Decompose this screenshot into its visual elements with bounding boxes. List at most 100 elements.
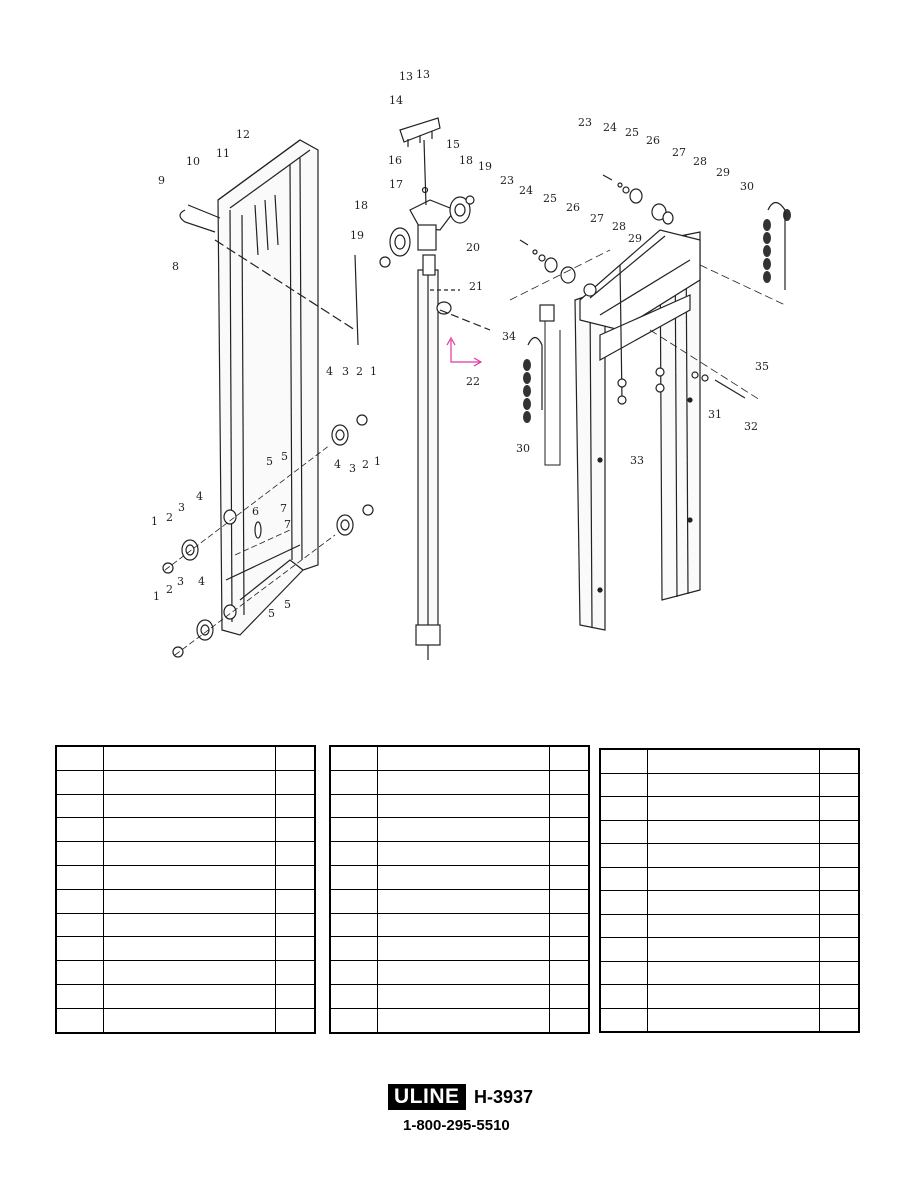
table-cell (102, 888, 277, 914)
table-cell (275, 817, 316, 843)
callout-26a: 26 (566, 201, 580, 214)
table-cell (646, 772, 821, 797)
callout-31: 31 (708, 408, 722, 421)
table-cell (55, 817, 104, 843)
callout-23b: 23 (578, 116, 592, 129)
table-cell (55, 793, 104, 819)
table-row (55, 1007, 316, 1034)
callout-20: 20 (466, 241, 480, 254)
table-cell (329, 745, 378, 771)
table-cell (819, 984, 860, 1009)
table-row (55, 769, 316, 795)
callout-22: 22 (466, 375, 480, 388)
table-row (599, 866, 860, 891)
table-cell (549, 793, 590, 819)
table-cell (599, 960, 648, 985)
table-cell (819, 937, 860, 962)
table-cell (102, 983, 277, 1009)
table-row (329, 841, 590, 866)
table-cell (599, 866, 648, 891)
table-row (599, 913, 860, 938)
table-cell (599, 890, 648, 915)
table-cell (599, 819, 648, 844)
table-row (599, 1007, 860, 1033)
callout-23a: 23 (500, 174, 514, 187)
callout-3d: 3 (177, 575, 184, 588)
table-cell (275, 864, 316, 890)
table-cell (599, 796, 648, 821)
table-cell (55, 769, 104, 795)
callout-12: 12 (236, 128, 250, 141)
table-cell (819, 772, 860, 797)
callout-4: 4 (326, 365, 333, 378)
table-cell (102, 864, 277, 890)
table-cell (376, 983, 551, 1009)
table-cell (275, 912, 316, 938)
callout-21: 21 (469, 280, 483, 293)
table-cell (646, 748, 821, 774)
callout-32: 32 (744, 420, 758, 433)
table-cell (376, 793, 551, 819)
callout-1: 1 (370, 365, 377, 378)
callout-4d: 4 (198, 575, 205, 588)
table-cell (376, 817, 551, 843)
table-cell (275, 841, 316, 866)
table-cell (819, 960, 860, 985)
table-cell (376, 841, 551, 866)
table-row (599, 843, 860, 868)
table-cell (549, 983, 590, 1009)
table-cell (819, 819, 860, 844)
table-row (55, 745, 316, 771)
table-row (55, 888, 316, 914)
table-row (55, 841, 316, 866)
callout-28a: 28 (612, 220, 626, 233)
table-cell (549, 936, 590, 962)
table-cell (376, 864, 551, 890)
table-cell (329, 769, 378, 795)
table-cell (275, 983, 316, 1009)
table-row (599, 796, 860, 821)
table-cell (819, 866, 860, 891)
table-cell (819, 843, 860, 868)
table-cell (599, 748, 648, 774)
callout-13a: 13 (399, 70, 413, 83)
model-number: H-3937 (474, 1087, 534, 1107)
table-cell (599, 1007, 648, 1033)
table-cell (102, 1007, 277, 1034)
callout-35: 35 (755, 360, 769, 373)
table-row (599, 937, 860, 962)
table-cell (376, 960, 551, 985)
table-cell (275, 960, 316, 985)
callout-3b: 3 (349, 462, 356, 475)
table-cell (275, 936, 316, 962)
callout-33: 33 (630, 454, 644, 467)
table-row (329, 960, 590, 985)
phone-number: 1-800-295-5510 (403, 1117, 510, 1134)
table-cell (549, 841, 590, 866)
callout-7: 7 (280, 502, 287, 515)
callout-3c: 3 (178, 501, 185, 514)
table-row (55, 960, 316, 985)
callout-4c: 4 (196, 490, 203, 503)
callout-5b: 5 (281, 450, 288, 463)
table-cell (549, 888, 590, 914)
table-row (55, 936, 316, 962)
table-cell (549, 769, 590, 795)
table-cell (102, 936, 277, 962)
callout-labels: 1 2 3 4 5 6 7 8 9 10 11 12 13 13 14 15 1… (151, 68, 769, 620)
callout-29a: 29 (628, 232, 642, 245)
callout-2: 2 (356, 365, 363, 378)
table-row (599, 748, 860, 774)
table-cell (329, 817, 378, 843)
table-cell (55, 1007, 104, 1034)
table-cell (329, 912, 378, 938)
table-cell (275, 888, 316, 914)
table-row (329, 983, 590, 1009)
table-cell (599, 843, 648, 868)
callout-25b: 25 (625, 126, 639, 139)
table-row (329, 864, 590, 890)
uline-logo: ULINE (388, 1084, 466, 1110)
callout-14: 14 (389, 94, 403, 107)
callout-10: 10 (186, 155, 200, 168)
